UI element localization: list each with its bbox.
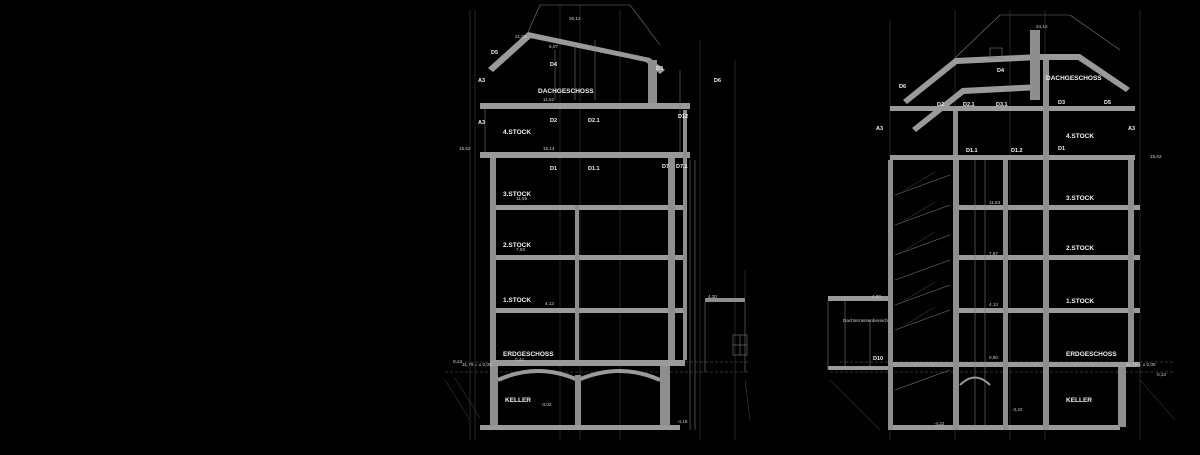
- tag-d21-left: D2.1: [588, 118, 600, 124]
- dim-left-4: 7,93: [516, 247, 525, 252]
- tag-d1-right: D1: [1058, 146, 1065, 152]
- floor-slabs-right: [828, 106, 1140, 430]
- floor-label-2stock: 2.STOCK: [503, 242, 531, 249]
- tag-d11-right: D1.1: [966, 148, 978, 154]
- floor-label-3stock-r: 3.STOCK: [1066, 195, 1094, 202]
- tag-d10-right: D10: [873, 356, 883, 362]
- tag-d11-left: D1.1: [588, 166, 600, 172]
- dim-left-ridge: 21,09: [515, 34, 527, 39]
- floor-slabs-left: [480, 103, 690, 430]
- tag-a3-left-top: A3: [478, 78, 485, 84]
- dim-left-10: 31,76 = ± 0,00: [462, 362, 492, 367]
- dim-right-1: 11,63: [989, 200, 1001, 205]
- floor-label-3stock: 3.STOCK: [503, 191, 531, 198]
- tag-d5-left: D5: [491, 50, 498, 56]
- floor-label-erdgeschoss-r: ERDGESCHOSS: [1066, 351, 1117, 358]
- floor-label-erdgeschoss: ERDGESCHOSS: [503, 351, 554, 358]
- dim-right-3: 4,13: [989, 302, 998, 307]
- dim-left-11: 15,62: [459, 146, 471, 151]
- dim-right-9: 0,13: [1157, 372, 1166, 377]
- tag-a3-right-left: A3: [876, 126, 883, 132]
- dim-right-2: 7,87: [989, 251, 998, 256]
- dim-left-9: 4,30: [708, 294, 717, 299]
- tag-d21-right: D2.1: [963, 102, 975, 108]
- tag-d2b-right: D3: [1058, 100, 1065, 106]
- dim-right-6: -4,22: [934, 421, 945, 426]
- floor-label-dachgeschoss-r: DACHGESCHOSS: [1046, 75, 1102, 82]
- dim-left-2: 15,14: [543, 146, 555, 151]
- dim-right-5: -3,22: [1012, 407, 1023, 412]
- dim-left-5: 4,13: [545, 301, 554, 306]
- dim-right-top: 24,12: [1036, 24, 1048, 29]
- tag-d6-right: D6: [899, 84, 906, 90]
- tag-d1-left: D1: [550, 166, 557, 172]
- tag-d4-right: D4: [997, 68, 1005, 74]
- floor-label-keller: KELLER: [505, 397, 531, 404]
- walls-right: [827, 60, 1134, 430]
- floor-label-2stock-r: 2.STOCK: [1066, 245, 1094, 252]
- ground-right: [829, 379, 1176, 431]
- tag-d7-left: D7: [662, 164, 669, 170]
- tag-d3-left: D3: [656, 66, 663, 72]
- keller-vaults-left: [497, 369, 661, 425]
- tag-d2-left: D2: [550, 118, 557, 124]
- dim-left-6: 0,44: [515, 357, 524, 362]
- dim-left-12: 0,13: [453, 359, 462, 364]
- stair-right: [894, 171, 991, 391]
- tag-a3-right-right: A3: [1128, 126, 1135, 132]
- neighbour-left: [704, 270, 748, 372]
- floor-label-dachgeschoss: DACHGESCHOSS: [538, 88, 594, 95]
- dim-right-10: 15,62: [1150, 154, 1162, 159]
- floor-label-keller-r: KELLER: [1066, 397, 1092, 404]
- dim-left-8: -4,19: [677, 419, 688, 424]
- guide-lines-left: [445, 5, 750, 440]
- tag-d6-left: D6: [714, 78, 721, 84]
- ground-left: [444, 377, 751, 421]
- floor-label-4stock-r: 4.STOCK: [1066, 133, 1094, 140]
- roof-left: [488, 4, 665, 103]
- tag-d12-right: D1.2: [1011, 148, 1023, 154]
- roof-right: [903, 14, 1130, 132]
- walls-left: [484, 70, 696, 430]
- dim-right-7: 4,30: [872, 294, 881, 299]
- dim-left-1: 11,51: [543, 97, 555, 102]
- dim-right-8: 31,76 = ± 0,00: [1126, 362, 1156, 367]
- tag-d71-left: D7.1: [676, 164, 688, 170]
- dim-left-eave: 6,07: [549, 44, 558, 49]
- floor-label-1stock: 1.STOCK: [503, 297, 531, 304]
- section-left: DACHGESCHOSS 4.STOCK 3.STOCK 2.STOCK 1.S…: [444, 4, 751, 440]
- dim-left-3: 11,55: [516, 196, 528, 201]
- dim-left-7: -3,02: [541, 402, 552, 407]
- tag-a3-left-mid: A3: [478, 120, 485, 126]
- tag-d2-right: D2: [937, 102, 944, 108]
- tag-d31-right: D3.1: [996, 102, 1008, 108]
- tag-d5-right: D5: [1104, 100, 1111, 106]
- annex-label-right: Dachterrassenbereich: [843, 318, 888, 323]
- floor-label-1stock-r: 1.STOCK: [1066, 298, 1094, 305]
- dim-right-4: 0,60: [989, 355, 998, 360]
- floor-label-4stock: 4.STOCK: [503, 129, 531, 136]
- tag-d4-left: D4: [550, 62, 558, 68]
- dim-left-top: 26,12: [569, 16, 581, 21]
- section-right: DACHGESCHOSS 4.STOCK 3.STOCK 2.STOCK 1.S…: [827, 10, 1176, 440]
- tag-d12-left: D12: [678, 114, 688, 120]
